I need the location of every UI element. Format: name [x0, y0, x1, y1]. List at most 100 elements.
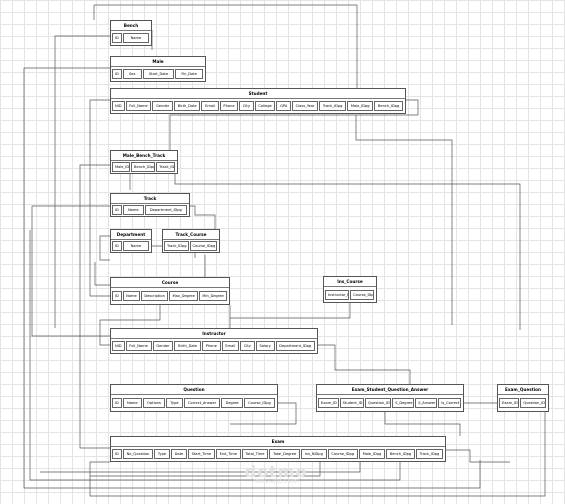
- column-cell: Full_Name: [125, 341, 152, 351]
- column-cell: Track_ID: [156, 162, 175, 172]
- entity-bench[interactable]: Bench ID Name: [110, 20, 152, 46]
- entity-title: Exam: [111, 437, 445, 447]
- connector-line: [317, 344, 411, 384]
- entity-title: Track_Course: [163, 230, 219, 240]
- column-cell: NID: [112, 341, 125, 351]
- column-cell: Male_IDpg: [358, 449, 386, 459]
- entity-title: Question: [111, 385, 277, 395]
- column-cell: Min_Degree: [199, 291, 227, 301]
- column-cell: Degree: [221, 398, 243, 408]
- connector-line: [355, 115, 453, 325]
- entity-department[interactable]: Department ID Name: [110, 229, 152, 253]
- connector-line: [79, 164, 110, 449]
- entity-title: Exam_Question: [498, 385, 548, 395]
- column-cell: S_Answer: [415, 398, 438, 408]
- column-cell: Full_Name: [125, 101, 152, 111]
- entity-title: Course: [111, 278, 229, 288]
- column-cell: Exam_ID: [499, 398, 520, 408]
- entity-exam-student-question-answer[interactable]: Exam_Student_Question_Answer Exam_ID Stu…: [316, 384, 464, 412]
- column-cell: NID: [112, 101, 125, 111]
- column-cell: Male_IDpg: [347, 101, 374, 111]
- column-cell: Bench_IDpg: [386, 449, 415, 459]
- column-cell: City: [239, 101, 254, 111]
- column-cell: Start_Date: [142, 69, 175, 79]
- column-cell: Name: [122, 398, 142, 408]
- column-cell: S_Degree: [392, 398, 415, 408]
- column-cell: Instructor_ID: [325, 289, 350, 300]
- column-cell: Class_Year: [291, 101, 319, 111]
- column-cell: ID: [112, 241, 122, 251]
- column-cell: Birth_Date: [174, 341, 201, 351]
- entity-track[interactable]: Track ID Name Department_IDpg: [110, 193, 190, 217]
- column-cell: Type: [154, 449, 170, 459]
- column-cell: Gender: [152, 341, 174, 351]
- column-cell: Email: [201, 101, 219, 111]
- column-cell: Course_IDpg: [327, 449, 358, 459]
- column-cell: Question_ID: [520, 398, 546, 408]
- entity-male[interactable]: Male ID Sex Start_Date Fin_Date: [110, 56, 206, 82]
- connector-line: [99, 305, 161, 346]
- column-cell: Correct_Answer: [183, 398, 221, 408]
- column-cell: Male_ID: [112, 162, 131, 172]
- entity-exam[interactable]: Exam ID No_Question Type Date Start_Time…: [110, 436, 446, 462]
- entity-male-bench-track[interactable]: Male_Bench_Track Male_ID Bench_IDpg Trac…: [110, 150, 178, 174]
- column-cell: Name: [122, 241, 149, 251]
- entity-title: Bench: [111, 21, 151, 31]
- column-cell: ID: [112, 33, 122, 43]
- entity-instructor[interactable]: Instructor NID Full_Name Gender Birth_Da…: [110, 328, 318, 354]
- connector-line: [445, 449, 510, 463]
- column-cell: Type: [166, 398, 183, 408]
- column-cell: Start_Time: [187, 449, 215, 459]
- connector-line: [229, 303, 351, 328]
- column-cell: Total_Degree: [269, 449, 301, 459]
- connector-line: [94, 4, 358, 88]
- column-cell: ID: [112, 69, 122, 79]
- column-cell: Course_IDpg: [189, 241, 217, 251]
- column-cell: Track_IDpg: [415, 449, 444, 459]
- column-cell: ID: [112, 205, 122, 215]
- column-cell: GPA: [276, 101, 291, 111]
- entity-title: Department: [111, 230, 151, 240]
- column-cell: Options: [142, 398, 166, 408]
- column-cell: Sex: [122, 69, 142, 79]
- entity-title: Student: [111, 89, 405, 99]
- connector-line: [54, 35, 110, 328]
- column-cell: Email: [221, 341, 240, 351]
- entity-title: Ins_Course: [324, 277, 376, 287]
- entity-student[interactable]: Student NID Full_Name Gender Birth_Date …: [110, 88, 406, 114]
- connector-line: [169, 99, 419, 150]
- connector-line: [174, 174, 521, 330]
- connector-line: [31, 205, 110, 337]
- column-cell: Exam_ID: [318, 398, 339, 408]
- entity-exam-question[interactable]: Exam_Question Exam_ID Question_ID: [497, 384, 549, 412]
- connector-line: [230, 402, 297, 425]
- column-cell: Course_IDpg: [243, 398, 275, 408]
- column-cell: Fin_Date: [175, 69, 204, 79]
- entity-ins-course[interactable]: Ins_Course Instructor_ID Course_IDpg: [323, 276, 377, 303]
- connector-line: [90, 462, 321, 477]
- column-cell: Salary: [255, 341, 275, 351]
- column-cell: Total_Time: [241, 449, 269, 459]
- column-cell: Max_Degree: [169, 291, 199, 301]
- column-cell: Gender: [152, 101, 174, 111]
- entity-title: Instructor: [111, 329, 317, 339]
- entity-course[interactable]: Course ID Name Description Max_Degree Mi…: [110, 277, 230, 305]
- column-cell: ID: [112, 398, 122, 408]
- column-cell: Department_IDpg: [275, 341, 315, 351]
- column-cell: Bench_IDpg: [131, 162, 156, 172]
- connector-line: [190, 205, 216, 235]
- column-cell: ID: [112, 449, 122, 459]
- column-cell: Name: [122, 33, 149, 43]
- entity-question[interactable]: Question ID Name Options Type Correct_An…: [110, 384, 278, 412]
- column-cell: Department_IDpg: [144, 205, 187, 215]
- column-cell: Track_IDpg: [319, 101, 347, 111]
- column-cell: Description: [141, 291, 169, 301]
- column-cell: Student_ID: [339, 398, 365, 408]
- column-cell: Course_IDpg: [350, 289, 374, 300]
- column-cell: Is_Correct: [438, 398, 461, 408]
- column-cell: Ins_NIDpg: [301, 449, 327, 459]
- column-cell: Name: [122, 291, 141, 301]
- column-cell: Date: [170, 449, 187, 459]
- entity-track-course[interactable]: Track_Course Track_IDpg Course_IDpg: [162, 229, 220, 253]
